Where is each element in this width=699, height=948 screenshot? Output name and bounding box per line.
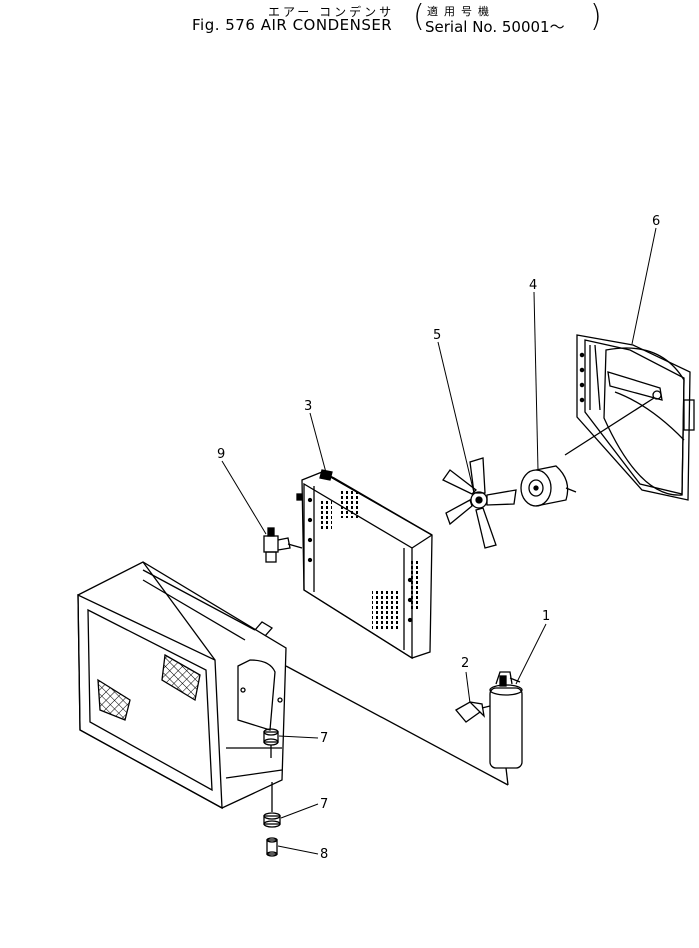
close-paren: ) [590,0,602,34]
callout-7-upper: 7 [320,731,328,746]
callout-8: 8 [320,847,328,862]
pressure-switch [263,527,303,563]
mount-rubber [263,728,281,857]
callout-5: 5 [433,328,441,343]
sight-glass [455,701,491,723]
figure-number: Fig. 576 [192,16,256,34]
callout-1: 1 [542,609,550,624]
callout-2: 2 [461,656,469,671]
callout-labels: 1 2 3 4 5 6 7 7 8 9 [217,214,660,862]
fan-blade [442,457,517,549]
callout-3: 3 [304,399,312,414]
condenser-core [296,469,433,660]
callout-7-lower: 7 [320,797,328,812]
title-japanese: エアー コンデンサ [268,5,395,19]
fan-motor [520,397,655,507]
fan-shroud [576,334,695,501]
callout-6: 6 [652,214,660,229]
callout-4: 4 [529,278,537,293]
figure-name: AIR CONDENSER [260,16,393,34]
serial-japanese: 適用号機 [427,5,495,18]
open-paren: ( [413,0,425,34]
serial-number: Serial No. 50001～ [425,18,565,36]
callout-9: 9 [217,447,225,462]
condenser-cover [77,561,509,810]
receiver-drier [489,671,523,786]
figure-title: Fig. 576 AIR CONDENSER [192,16,392,34]
leader-lines [221,227,657,855]
